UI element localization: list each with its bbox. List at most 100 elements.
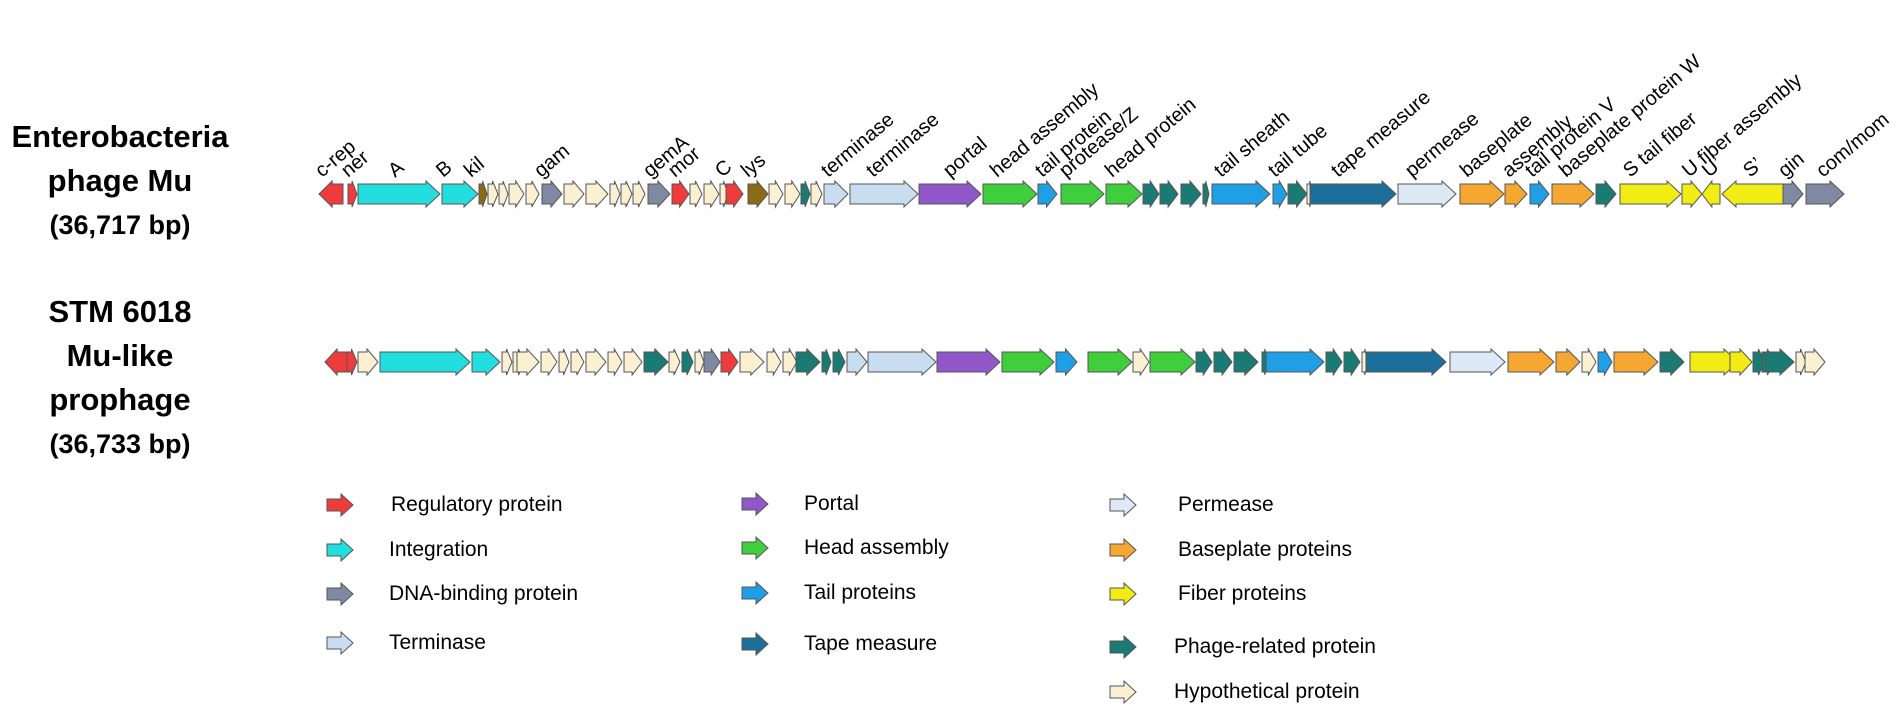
gene-arrow	[585, 179, 609, 209]
gene-arrow	[357, 179, 441, 209]
gene-arrow	[318, 179, 344, 209]
gene-arrow	[1551, 179, 1595, 209]
gene-arrow	[357, 347, 379, 377]
legend-item-permease: Permease	[1108, 490, 1274, 520]
gene-arrow	[346, 348, 358, 376]
gene-arrow	[1211, 179, 1271, 209]
gene-arrow	[471, 347, 501, 377]
legend-item-regulatory: Regulatory protein	[325, 490, 563, 520]
gene-arrow	[720, 347, 739, 377]
gene-arrow	[1555, 347, 1581, 377]
gene-arrow	[1459, 179, 1505, 209]
stm-gene-track	[324, 347, 1826, 377]
legend-item-hypothetical: Hypothetical protein	[1108, 677, 1360, 707]
gene-arrow	[918, 179, 982, 209]
mu-title-line2: phage Mu	[47, 163, 193, 198]
hypothetical-arrow-icon	[1109, 679, 1137, 705]
gene-arrow	[936, 347, 1001, 377]
gene-arrow	[498, 180, 509, 208]
legend-label: Terminase	[389, 631, 486, 654]
gene-arrow	[1213, 347, 1233, 377]
gene-arrow	[1233, 347, 1259, 377]
legend-label: Phage-related protein	[1174, 635, 1376, 658]
head-assembly-arrow-icon	[741, 535, 769, 561]
gene-arrow	[810, 180, 823, 208]
legend-item-tape-measure: Tape measure	[740, 629, 937, 659]
gene-arrow	[585, 347, 607, 377]
legend-label: DNA-binding protein	[389, 582, 579, 605]
stm-title-line3: prophage	[49, 382, 191, 417]
gene-arrow	[1595, 179, 1617, 209]
gene-arrow	[1581, 347, 1597, 377]
legend-item-baseplate: Baseplate proteins	[1108, 535, 1352, 565]
stm-genome-size: (36,733 bp)	[49, 429, 191, 459]
gene-arrow	[747, 179, 769, 209]
gene-arrow	[1659, 347, 1685, 377]
mu-title-line1: Enterobacteria	[11, 119, 229, 154]
gene-arrow	[681, 348, 694, 376]
stm-genome-title: STM 6018 Mu-like prophage (36,733 bp)	[0, 290, 240, 466]
gene-arrow	[823, 179, 849, 209]
gene-arrow	[540, 347, 558, 377]
gene-arrow	[832, 348, 846, 376]
stm-title-line1: STM 6018	[48, 294, 192, 329]
gene-arrow	[1795, 348, 1807, 376]
legend-label: Integration	[389, 538, 489, 561]
gene-arrow	[849, 179, 919, 209]
tape-measure-arrow-icon	[741, 631, 769, 657]
gene-arrow	[1507, 347, 1555, 377]
phage-related-arrow-icon	[1109, 634, 1137, 660]
gene-arrow	[1037, 179, 1058, 209]
gene-arrow	[1272, 179, 1288, 209]
legend-label: Fiber proteins	[1178, 582, 1307, 605]
legend-item-fiber: Fiber proteins	[1108, 579, 1306, 609]
gene-arrow	[1142, 179, 1160, 209]
gene-arrow	[1343, 347, 1361, 377]
gene-arrow	[1159, 179, 1179, 209]
gene-arrow	[1202, 180, 1210, 208]
gene-arrow	[725, 179, 744, 209]
gene-arrow	[647, 179, 671, 209]
gene-arrow	[1804, 347, 1826, 377]
gene-arrow	[703, 179, 720, 209]
gene-arrow	[347, 180, 358, 208]
gene-arrow	[1782, 179, 1804, 209]
gene-arrow	[1180, 179, 1202, 209]
gene-arrow	[1001, 347, 1055, 377]
gene-arrow	[1132, 347, 1150, 377]
fiber-arrow-icon	[1109, 581, 1137, 607]
gene-arrow	[1287, 179, 1308, 209]
gene-arrow	[1729, 347, 1753, 377]
gene-arrow	[1529, 179, 1550, 209]
gene-arrow	[1365, 347, 1447, 377]
tail-proteins-arrow-icon	[741, 580, 769, 606]
gene-arrow	[643, 347, 669, 377]
gene-arrow	[508, 179, 525, 209]
gene-arrow	[795, 347, 821, 377]
gene-arrow	[671, 179, 690, 209]
gene-arrow	[558, 348, 570, 376]
gene-arrow	[846, 347, 868, 377]
gene-arrow	[768, 179, 784, 209]
mu-genome-title: Enterobacteria phage Mu (36,717 bp)	[0, 115, 240, 247]
gene-arrow	[782, 347, 798, 377]
regulatory-arrow-icon	[326, 492, 354, 518]
gene-arrow	[1765, 347, 1795, 377]
gene-arrow	[1087, 347, 1133, 377]
gene-arrow	[570, 348, 585, 376]
gene-arrow	[609, 180, 621, 208]
portal-arrow-icon	[741, 491, 769, 517]
gene-arrow	[478, 180, 488, 208]
gene-arrow	[1701, 179, 1721, 209]
legend-label: Hypothetical protein	[1174, 680, 1360, 703]
gene-arrow	[1681, 179, 1703, 209]
integration-arrow-icon	[326, 537, 354, 563]
legend-label: Head assembly	[804, 536, 949, 559]
baseplate-arrow-icon	[1109, 537, 1137, 563]
gene-arrow	[694, 348, 705, 376]
gene-arrow	[800, 180, 811, 208]
gene-arrow	[1619, 179, 1682, 209]
gene-arrow	[703, 347, 721, 377]
gene-arrow	[525, 180, 540, 208]
